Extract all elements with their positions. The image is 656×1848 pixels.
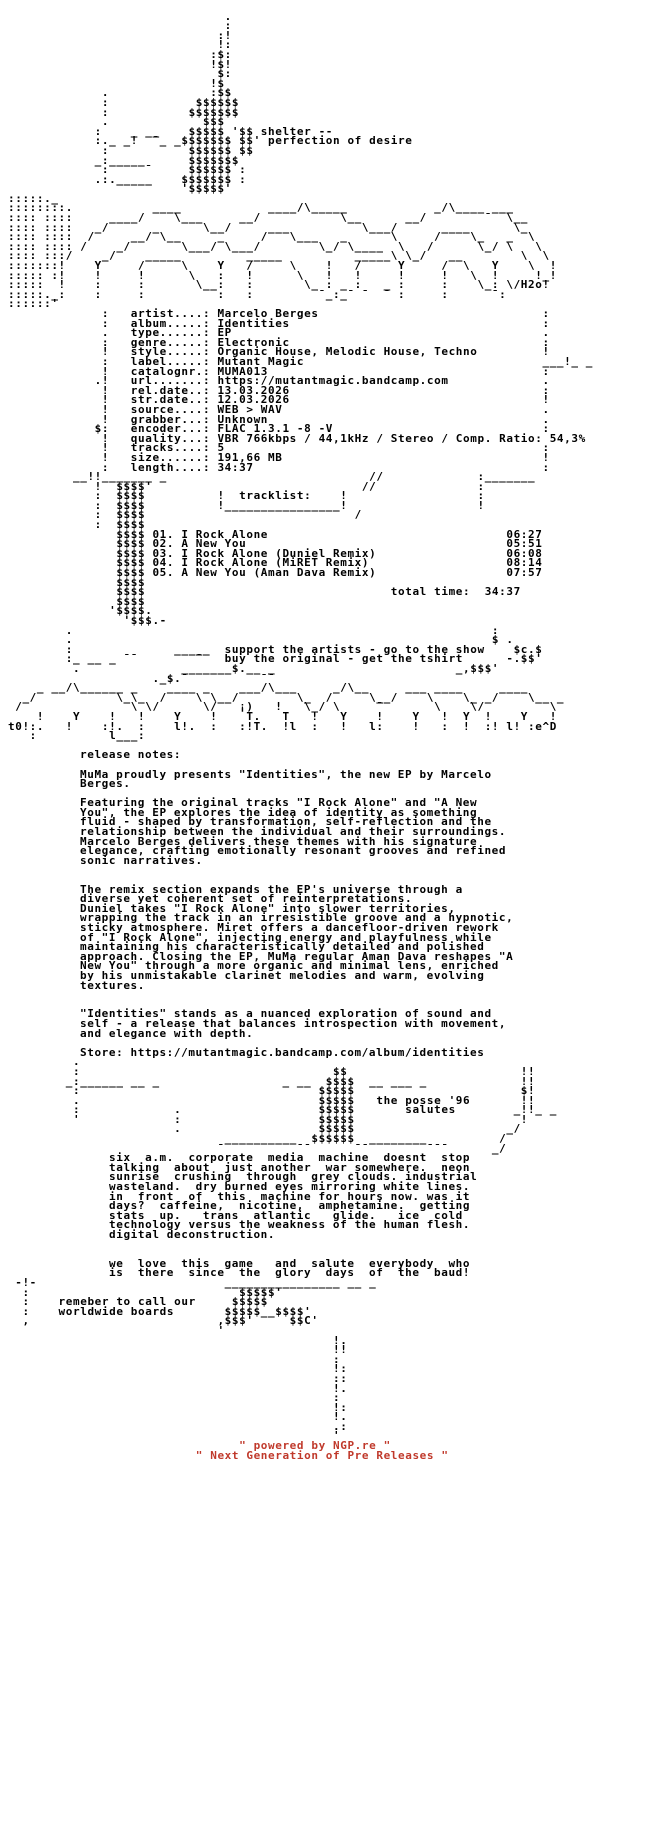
release-notes-text: release notes: MuMa proudly presents "Id… xyxy=(80,748,514,1059)
ascii-art-shelter-logo: . : :! !: :$: !$! $: xyxy=(94,9,413,196)
ascii-art-group-banner: :::::._ ::::::::. ____ ____/\_____ _/\__… xyxy=(8,191,557,311)
nfo-document: . : :! !: :$: !$! $: xyxy=(8,9,594,1462)
support-the-artists-note: . : . $ . : _____ support the artists - … xyxy=(65,623,543,685)
greets-text: six a.m. corporate media machine doesnt … xyxy=(109,1151,478,1280)
ascii-art-tail: !. !! : !: :: xyxy=(333,1333,348,1443)
ascii-art-divider: _ __/\______ _ ____ _ ___/\___ _/\__ ___… xyxy=(8,681,565,743)
footer-credits: " powered by NGP.re " " Next Generation … xyxy=(195,1439,449,1462)
release-info-table: : artist....: Marcelo Berges : : album..… xyxy=(101,307,594,378)
release-details-table: .! url.......: https://mutantmagic.bandc… xyxy=(94,374,586,474)
tracklist-table: __!!_______ _ // :_______ ! $$$$' // : :… xyxy=(73,470,543,627)
boards-call-note: -!- ________________ __ _ : $$$$$' : rem… xyxy=(15,1275,377,1337)
ascii-art-posse-salutes: . : $$ !! _:______ __ _ _ __ $$$$ __ ___… xyxy=(65,1055,557,1155)
